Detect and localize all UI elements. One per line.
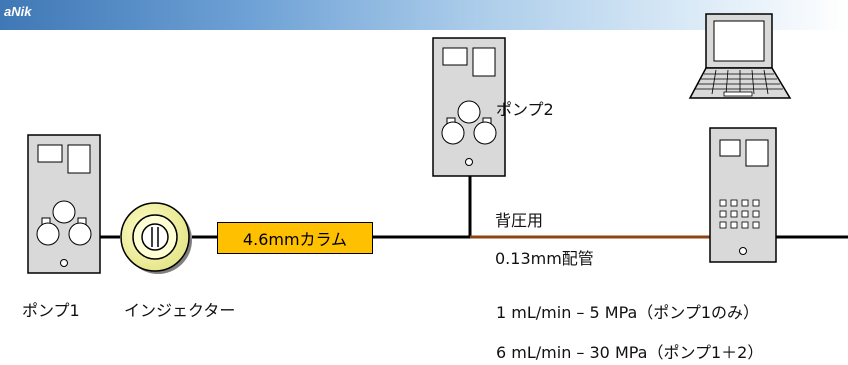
flow-note-1: 1 mL/min – 5 MPa（ポンプ1のみ） <box>496 303 760 322</box>
brand-logo: aNik <box>4 4 32 19</box>
laptop-icon <box>688 13 792 99</box>
column-label: 4.6mmカラム <box>217 222 373 254</box>
flow-note-2: 6 mL/min – 30 MPa（ポンプ1＋2） <box>496 343 764 362</box>
injector-icon <box>120 202 192 274</box>
injector-label: インジェクター <box>124 301 236 320</box>
pump1-icon <box>27 134 101 274</box>
pump2-label: ポンプ2 <box>496 100 554 119</box>
tubing-spec-label: 0.13mm配管 <box>495 249 594 268</box>
detector-icon <box>709 127 777 263</box>
pump1-label: ポンプ1 <box>22 301 80 320</box>
pump2-icon <box>432 37 506 177</box>
backpressure-label: 背圧用 <box>495 211 544 230</box>
